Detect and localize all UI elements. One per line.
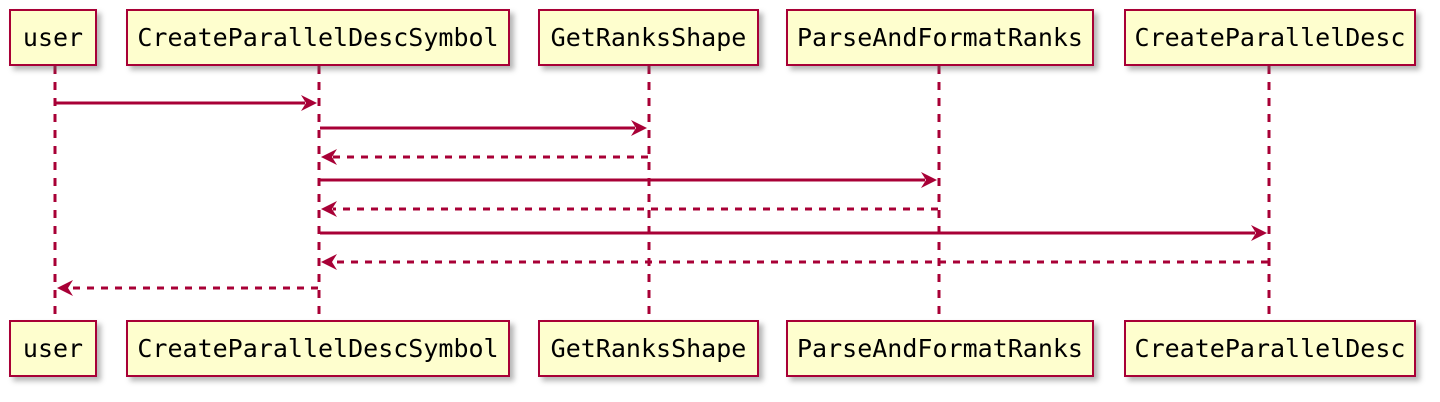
message-arrowhead [321,254,337,270]
message-3-GetRanksShape-to-CreateParallelDescSymbol [321,149,648,165]
participant-header-user[interactable]: user [9,9,97,66]
participant-footer-CreateParallelDescSymbol[interactable]: CreateParallelDescSymbol [126,320,510,377]
message-arrowhead [321,201,337,217]
message-arrowhead [631,120,647,136]
message-2-CreateParallelDescSymbol-to-GetRanksShape [320,120,647,136]
participant-footer-GetRanksShape[interactable]: GetRanksShape [538,320,759,377]
participant-header-CreateParallelDescSymbol[interactable]: CreateParallelDescSymbol [126,9,510,66]
messages-group [56,95,1268,296]
message-8-CreateParallelDescSymbol-to-user [57,280,318,296]
message-4-CreateParallelDescSymbol-to-ParseAndFormatRanks [320,172,937,188]
message-arrowhead [921,172,937,188]
participant-label: CreateParallelDescSymbol [137,334,499,363]
lifelines-group [53,66,1271,320]
participant-header-ParseAndFormatRanks[interactable]: ParseAndFormatRanks [786,9,1094,66]
participant-label: CreateParallelDescSymbol [137,23,499,52]
participant-header-GetRanksShape[interactable]: GetRanksShape [538,9,759,66]
message-5-ParseAndFormatRanks-to-CreateParallelDescSymbol [321,201,938,217]
participant-label: GetRanksShape [550,23,747,52]
participant-label: CreateParallelDesc [1134,334,1406,363]
message-arrowhead [57,280,73,296]
message-1-user-to-CreateParallelDescSymbol [56,95,317,111]
participant-label: user [22,334,84,363]
message-arrowhead [301,95,317,111]
participant-label: user [22,23,84,52]
participant-label: ParseAndFormatRanks [797,334,1083,363]
message-6-CreateParallelDescSymbol-to-CreateParallelDesc [320,225,1267,241]
participant-header-CreateParallelDesc[interactable]: CreateParallelDesc [1124,9,1416,66]
participant-footer-ParseAndFormatRanks[interactable]: ParseAndFormatRanks [786,320,1094,377]
message-arrowhead [1251,225,1267,241]
message-arrowhead [321,149,337,165]
participant-label: GetRanksShape [550,334,747,363]
participant-label: CreateParallelDesc [1134,23,1406,52]
participant-footer-CreateParallelDesc[interactable]: CreateParallelDesc [1124,320,1416,377]
participant-footer-user[interactable]: user [9,320,97,377]
participant-label: ParseAndFormatRanks [797,23,1083,52]
message-7-CreateParallelDesc-to-CreateParallelDescSymbol [321,254,1268,270]
